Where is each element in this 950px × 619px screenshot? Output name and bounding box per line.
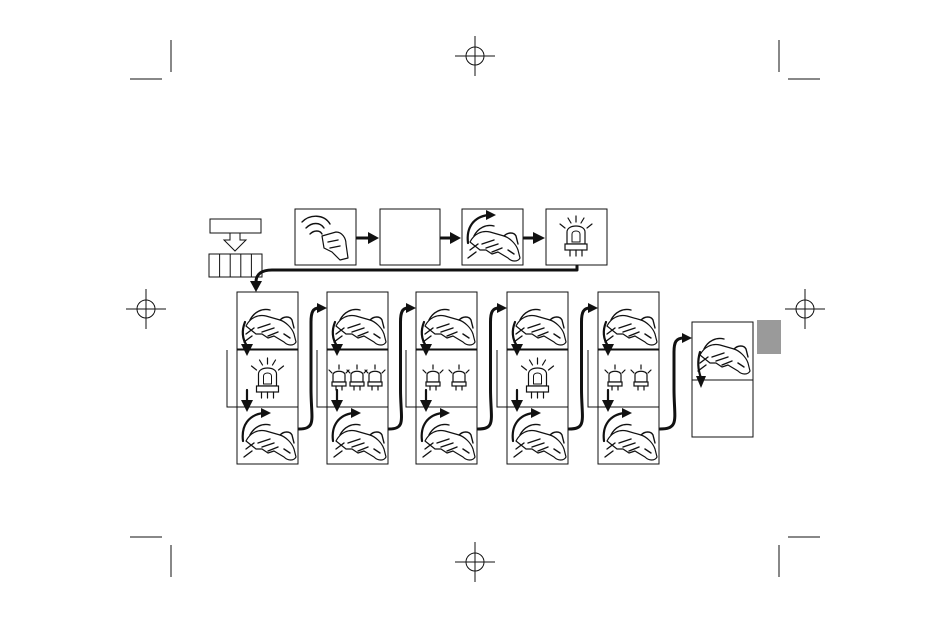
bracket-line <box>406 350 416 407</box>
connector-arrow-head <box>317 303 327 313</box>
connector-arrow <box>478 308 499 429</box>
connector-arrow-head <box>588 303 598 313</box>
connector-arrow <box>660 338 684 429</box>
top-row <box>250 209 607 292</box>
connector-arrow <box>389 308 408 429</box>
step-column-5 <box>588 292 692 464</box>
step-column-2 <box>317 292 416 464</box>
registration-mark-top <box>455 36 495 76</box>
connector-arrow <box>569 308 590 429</box>
connector-arrow-head <box>497 303 507 313</box>
bracket-line <box>317 350 327 407</box>
bracket-line <box>497 350 507 407</box>
registration-mark-right <box>785 289 825 329</box>
step-column-1 <box>227 292 327 464</box>
registration-mark-bottom <box>455 542 495 582</box>
final-step-blank <box>692 380 753 437</box>
step-blank <box>380 209 440 265</box>
connector-arrow <box>299 308 319 429</box>
step-column-4 <box>497 292 598 464</box>
bracket-line <box>227 350 237 407</box>
step-columns <box>227 292 692 464</box>
page-tab <box>757 320 781 354</box>
connector-arrow-head <box>406 303 416 313</box>
bracket-line <box>588 350 598 407</box>
registration-mark-left <box>126 289 166 329</box>
step-column-3 <box>406 292 507 464</box>
final-column <box>692 322 753 437</box>
connector-arrow-head <box>682 333 692 343</box>
keypad-symbol <box>209 219 262 277</box>
